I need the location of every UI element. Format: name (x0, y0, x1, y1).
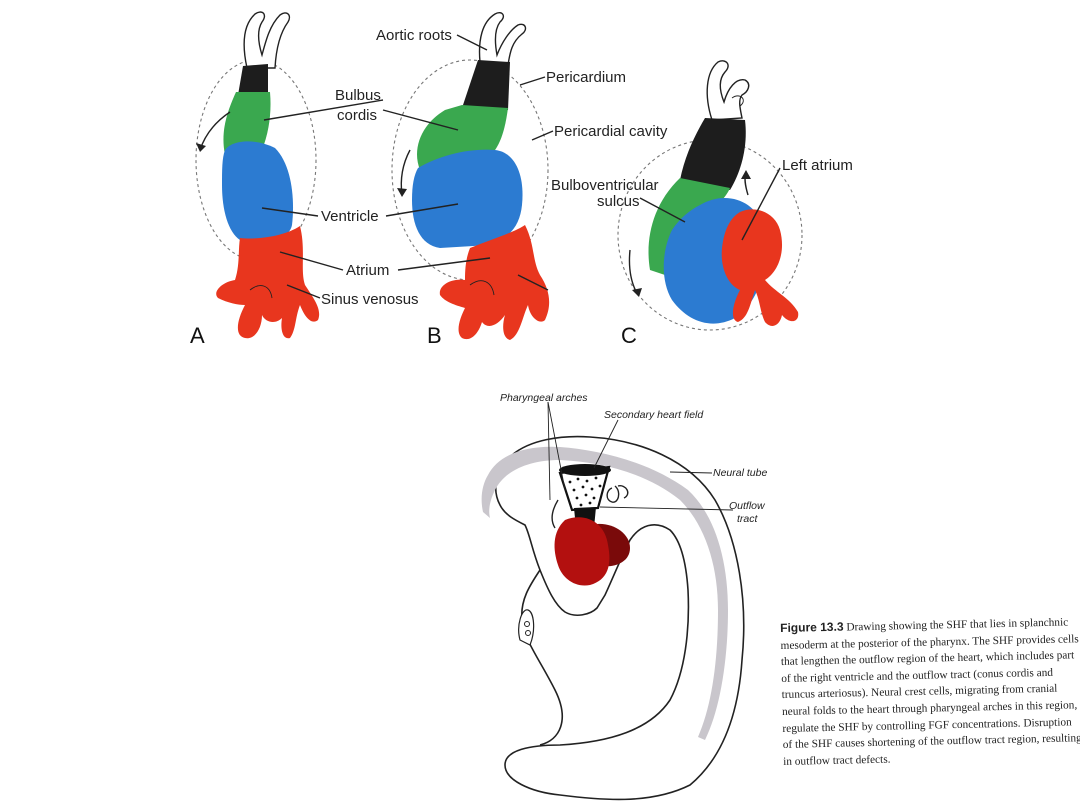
figure-caption: Figure 13.3 Drawing showing the SHF that… (780, 613, 1080, 770)
label-left-atrium: Left atrium (782, 157, 853, 174)
label-neural-tube: Neural tube (713, 467, 767, 479)
label-pericardium: Pericardium (546, 69, 626, 86)
panel-c-looped-heart (617, 60, 803, 331)
label-bulboventricular-line1: Bulboventricular (551, 177, 659, 194)
panel-letter-b: B (427, 323, 442, 348)
panel-b-atrium-red (439, 225, 550, 340)
panel-c-truncus-black (680, 118, 746, 190)
secondary-heart-field-dots (568, 476, 602, 507)
label-ventricle: Ventricle (321, 208, 379, 225)
panel-b-ventricle-blue (412, 149, 523, 248)
panel-b-truncus-black (462, 60, 510, 110)
panel-letter-c: C (621, 323, 637, 348)
label-bulbus-cordis-line2: cordis (337, 107, 377, 124)
label-pharyngeal-arches: Pharyngeal arches (500, 392, 588, 404)
label-sinus-venosus: Sinus venosus (321, 291, 419, 308)
top-figure-labels: Aortic roots Pericardium Bulbus cordis P… (190, 27, 853, 348)
panel-c-atrium-red (721, 209, 799, 326)
label-aortic-roots: Aortic roots (376, 27, 452, 44)
label-bulbus-cordis-line1: Bulbus (335, 87, 381, 104)
label-pericardial-cavity: Pericardial cavity (554, 123, 668, 140)
panel-a-ventricle-blue (222, 141, 294, 240)
panel-a-heart-tube (195, 11, 320, 339)
panel-c-aortic-roots (706, 60, 750, 121)
embryo-labels: Pharyngeal arches Secondary heart field … (500, 392, 767, 525)
embryo-heart (554, 517, 610, 586)
label-atrium: Atrium (346, 262, 389, 279)
label-bulboventricular-line2: sulcus (597, 193, 640, 210)
secondary-heart-field-cap (559, 464, 611, 476)
panel-a-bulbus-green (223, 92, 271, 155)
panel-letter-a: A (190, 323, 205, 348)
top-figure-leaders (261, 34, 781, 299)
panel-a-truncus-black (238, 64, 268, 95)
figure-caption-text: Drawing showing the SHF that lies in spl… (780, 616, 1080, 768)
embryo-outline (494, 435, 745, 801)
panel-b-heart-tube (391, 12, 550, 340)
figure-caption-label: Figure 13.3 (780, 619, 844, 635)
panel-a-aortic-roots (243, 11, 291, 69)
label-secondary-heart-field: Secondary heart field (604, 409, 704, 421)
embryo-drawing (481, 401, 745, 801)
label-outflow-line1: Outflow (729, 500, 766, 512)
label-outflow-line2: tract (737, 513, 759, 525)
panel-b-aortic-roots (478, 12, 527, 66)
panel-b-pericardium-outline (391, 59, 549, 281)
panel-a-atrium-red (216, 226, 320, 339)
